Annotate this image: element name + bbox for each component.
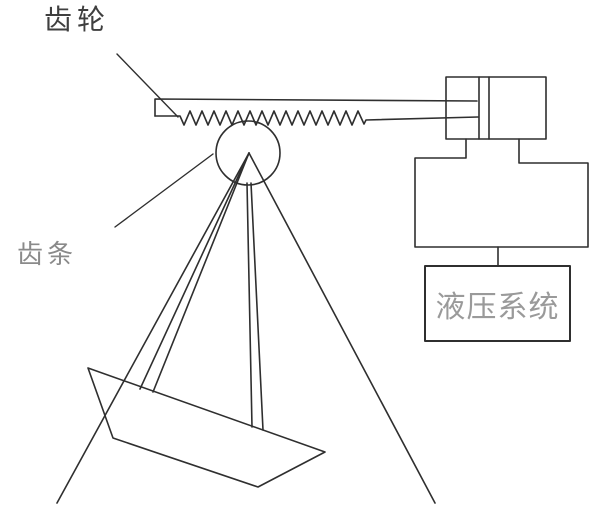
pinion-gear-circle (215, 120, 281, 186)
hydraulic-system-box (424, 265, 571, 342)
gear-leader-line (116, 53, 179, 118)
tank-box (414, 138, 589, 248)
cylinder-body (445, 76, 547, 140)
fall-rope-center-2 (250, 182, 264, 431)
left-davit-line (56, 152, 250, 504)
fall-rope-left-1 (139, 152, 250, 390)
gear-label: 齿轮 (44, 4, 111, 35)
rack-leader-line (114, 153, 214, 228)
rack-bar-outline (154, 98, 478, 117)
hydraulic-system-label: 液压系统 (435, 290, 560, 324)
hydraulic-system-label-area: 液压系统 (425, 266, 570, 341)
fall-rope-center-1 (246, 182, 253, 428)
rack-teeth (154, 110, 479, 126)
boat-hull (87, 367, 326, 488)
fall-rope-left-2 (152, 152, 250, 393)
rack-label: 齿条 (17, 239, 78, 269)
right-davit-line (248, 152, 436, 504)
